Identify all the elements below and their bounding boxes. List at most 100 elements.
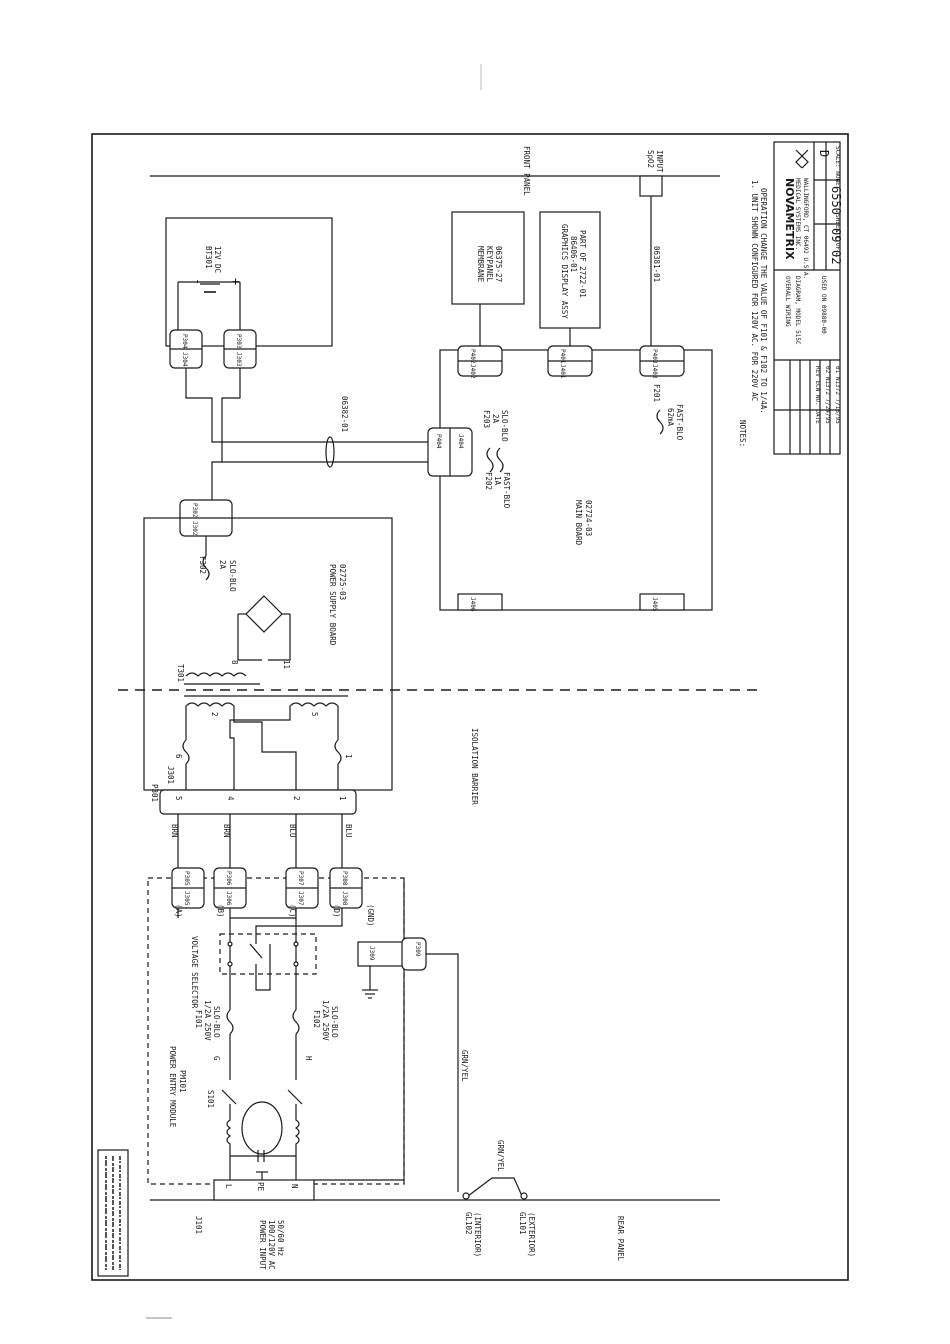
pem-ref: PM101 [178,1070,187,1093]
f203-rating: 2A [491,414,500,424]
node-h: H [304,1056,313,1061]
gl102-stud [462,1192,470,1200]
s101-pole [287,1089,303,1105]
j101-inlet [213,1179,315,1201]
voltage-selector-box [219,933,317,975]
p306-label: P306 [225,871,232,886]
j404-label: J404 [457,434,464,449]
tag-d: (D) [332,904,341,918]
thermal-fuse-b [334,739,342,765]
selector-wire [255,944,271,991]
j304-label: J304 [181,352,188,367]
f202-rating: 1A [493,476,502,486]
f202-ref: F202 [484,472,493,490]
s101-label: S101 [206,1090,215,1108]
header-pin: 1 [338,796,347,801]
proprietary-stamp [97,1149,129,1277]
membrane-line2: KEYPANEL [485,246,494,283]
selector-switch [249,943,263,959]
gl101-stud [520,1192,528,1200]
power-entry-module [147,877,405,1185]
drawing-number: 6550 [829,186,843,215]
drawing-border [91,133,849,1281]
novametrix-logo-icon [795,149,809,169]
gl102-desc: (INTERIOR) [473,1212,482,1257]
battery-minus: - [191,278,205,285]
p307-label: P307 [297,871,304,886]
notes-line2: OPERATION CHANGE THE VALUE OF F101 & F10… [759,188,768,414]
f101-type: SLO-BLO [212,1006,221,1038]
drawing-revision: 02 [829,250,843,264]
j406-connector [457,593,503,611]
f201-rating: 62mA [666,408,675,427]
bridge-wire [268,614,291,661]
p301-j301-header [159,789,357,815]
t301-secondary [185,672,247,677]
gl101-desc: (EXTERIOR) [527,1212,536,1257]
battery-cable [221,368,428,463]
bridge-rectifier [245,595,283,633]
t301-primary-a [185,702,235,707]
p401-label: P401 [559,349,566,364]
j403-label: J403 [651,364,658,379]
gnd-tag: (GND) [366,904,375,927]
j305-label: J305 [183,891,190,906]
f203-ref: F203 [482,410,491,428]
wire-color-blu: BLU [344,824,353,838]
gl102-ref: GL102 [464,1212,473,1235]
f202-fuse [486,447,494,473]
f302-rating: 2A [218,560,227,570]
grn-yel-label: GRN/YEL [460,1050,469,1082]
j303-label: J303 [235,352,242,367]
thermal-fuse-a [182,739,190,765]
p304-label: P304 [181,334,188,349]
graphics-line1: GRAPHICS DISPLAY ASSY [560,224,569,319]
graphics-line3: PART OF 2722-01 [578,230,587,298]
bt301-ref: BT301 [204,246,213,269]
revision-row: 01 N1372 7/18/95 [834,366,841,424]
j306-label: J306 [225,891,232,906]
primary-wire [233,706,297,790]
filter-inductor-n [294,1104,300,1156]
tag-a: (A) [174,904,183,918]
company-line2: WALLINGFORD, CT 06492 U.S.A. [802,178,809,279]
s101-pole [221,1089,237,1105]
f201-type: FAST-BLO [675,404,684,441]
f101-rating: 1/2A 250V [203,1000,212,1041]
grn-yel-strap-label: GRN/YEL [496,1140,505,1172]
j401-label: J401 [559,364,566,379]
header-pin: 2 [292,796,301,801]
brand-name: NOVAMETRIX [783,178,796,260]
line-pe-label: PE [256,1182,265,1192]
f201-fuse [656,409,664,435]
p309-connector [401,937,427,971]
primary-wire [229,706,291,790]
main-board-label: MAIN BOARD [574,500,583,546]
power-input-line2: 100/120V AC [267,1220,276,1270]
j301-label: J301 [166,766,175,784]
cable-ferrite [325,436,335,468]
pem-ground-wire [314,878,405,1181]
transformer-pin-6: 6 [174,754,183,759]
f101-ref: F101 [194,1010,203,1028]
main-board-part: 02724-03 [584,500,593,536]
header-pin: 4 [226,796,235,801]
power-input-line3: 50/60 Hz [276,1220,285,1256]
p308-label: P308 [341,871,348,886]
f102-fuse [292,1009,300,1035]
line-l-label: L [224,1184,233,1189]
cable-06381-label: 06381-01 [652,246,661,282]
psu-cable [211,461,222,500]
tag-b: (B) [216,904,225,918]
line-n-label: N [290,1184,299,1189]
gl101-ref: GL101 [518,1212,527,1235]
drawing-sheet-number: 09 [829,228,843,242]
title-line1: OVERALL WIRING [784,276,791,327]
spo2-line1: SpO2 [646,150,655,168]
selector-wire [255,908,343,944]
voltage-selector-label: VOLTAGE SELECTOR [190,936,199,1009]
membrane-keypanel [451,211,525,305]
f102-type: SLO-BLO [330,1006,339,1038]
transformer-pin-1: 1 [344,754,353,759]
isolation-barrier-label: ISOLATION BARRIER [470,728,479,805]
